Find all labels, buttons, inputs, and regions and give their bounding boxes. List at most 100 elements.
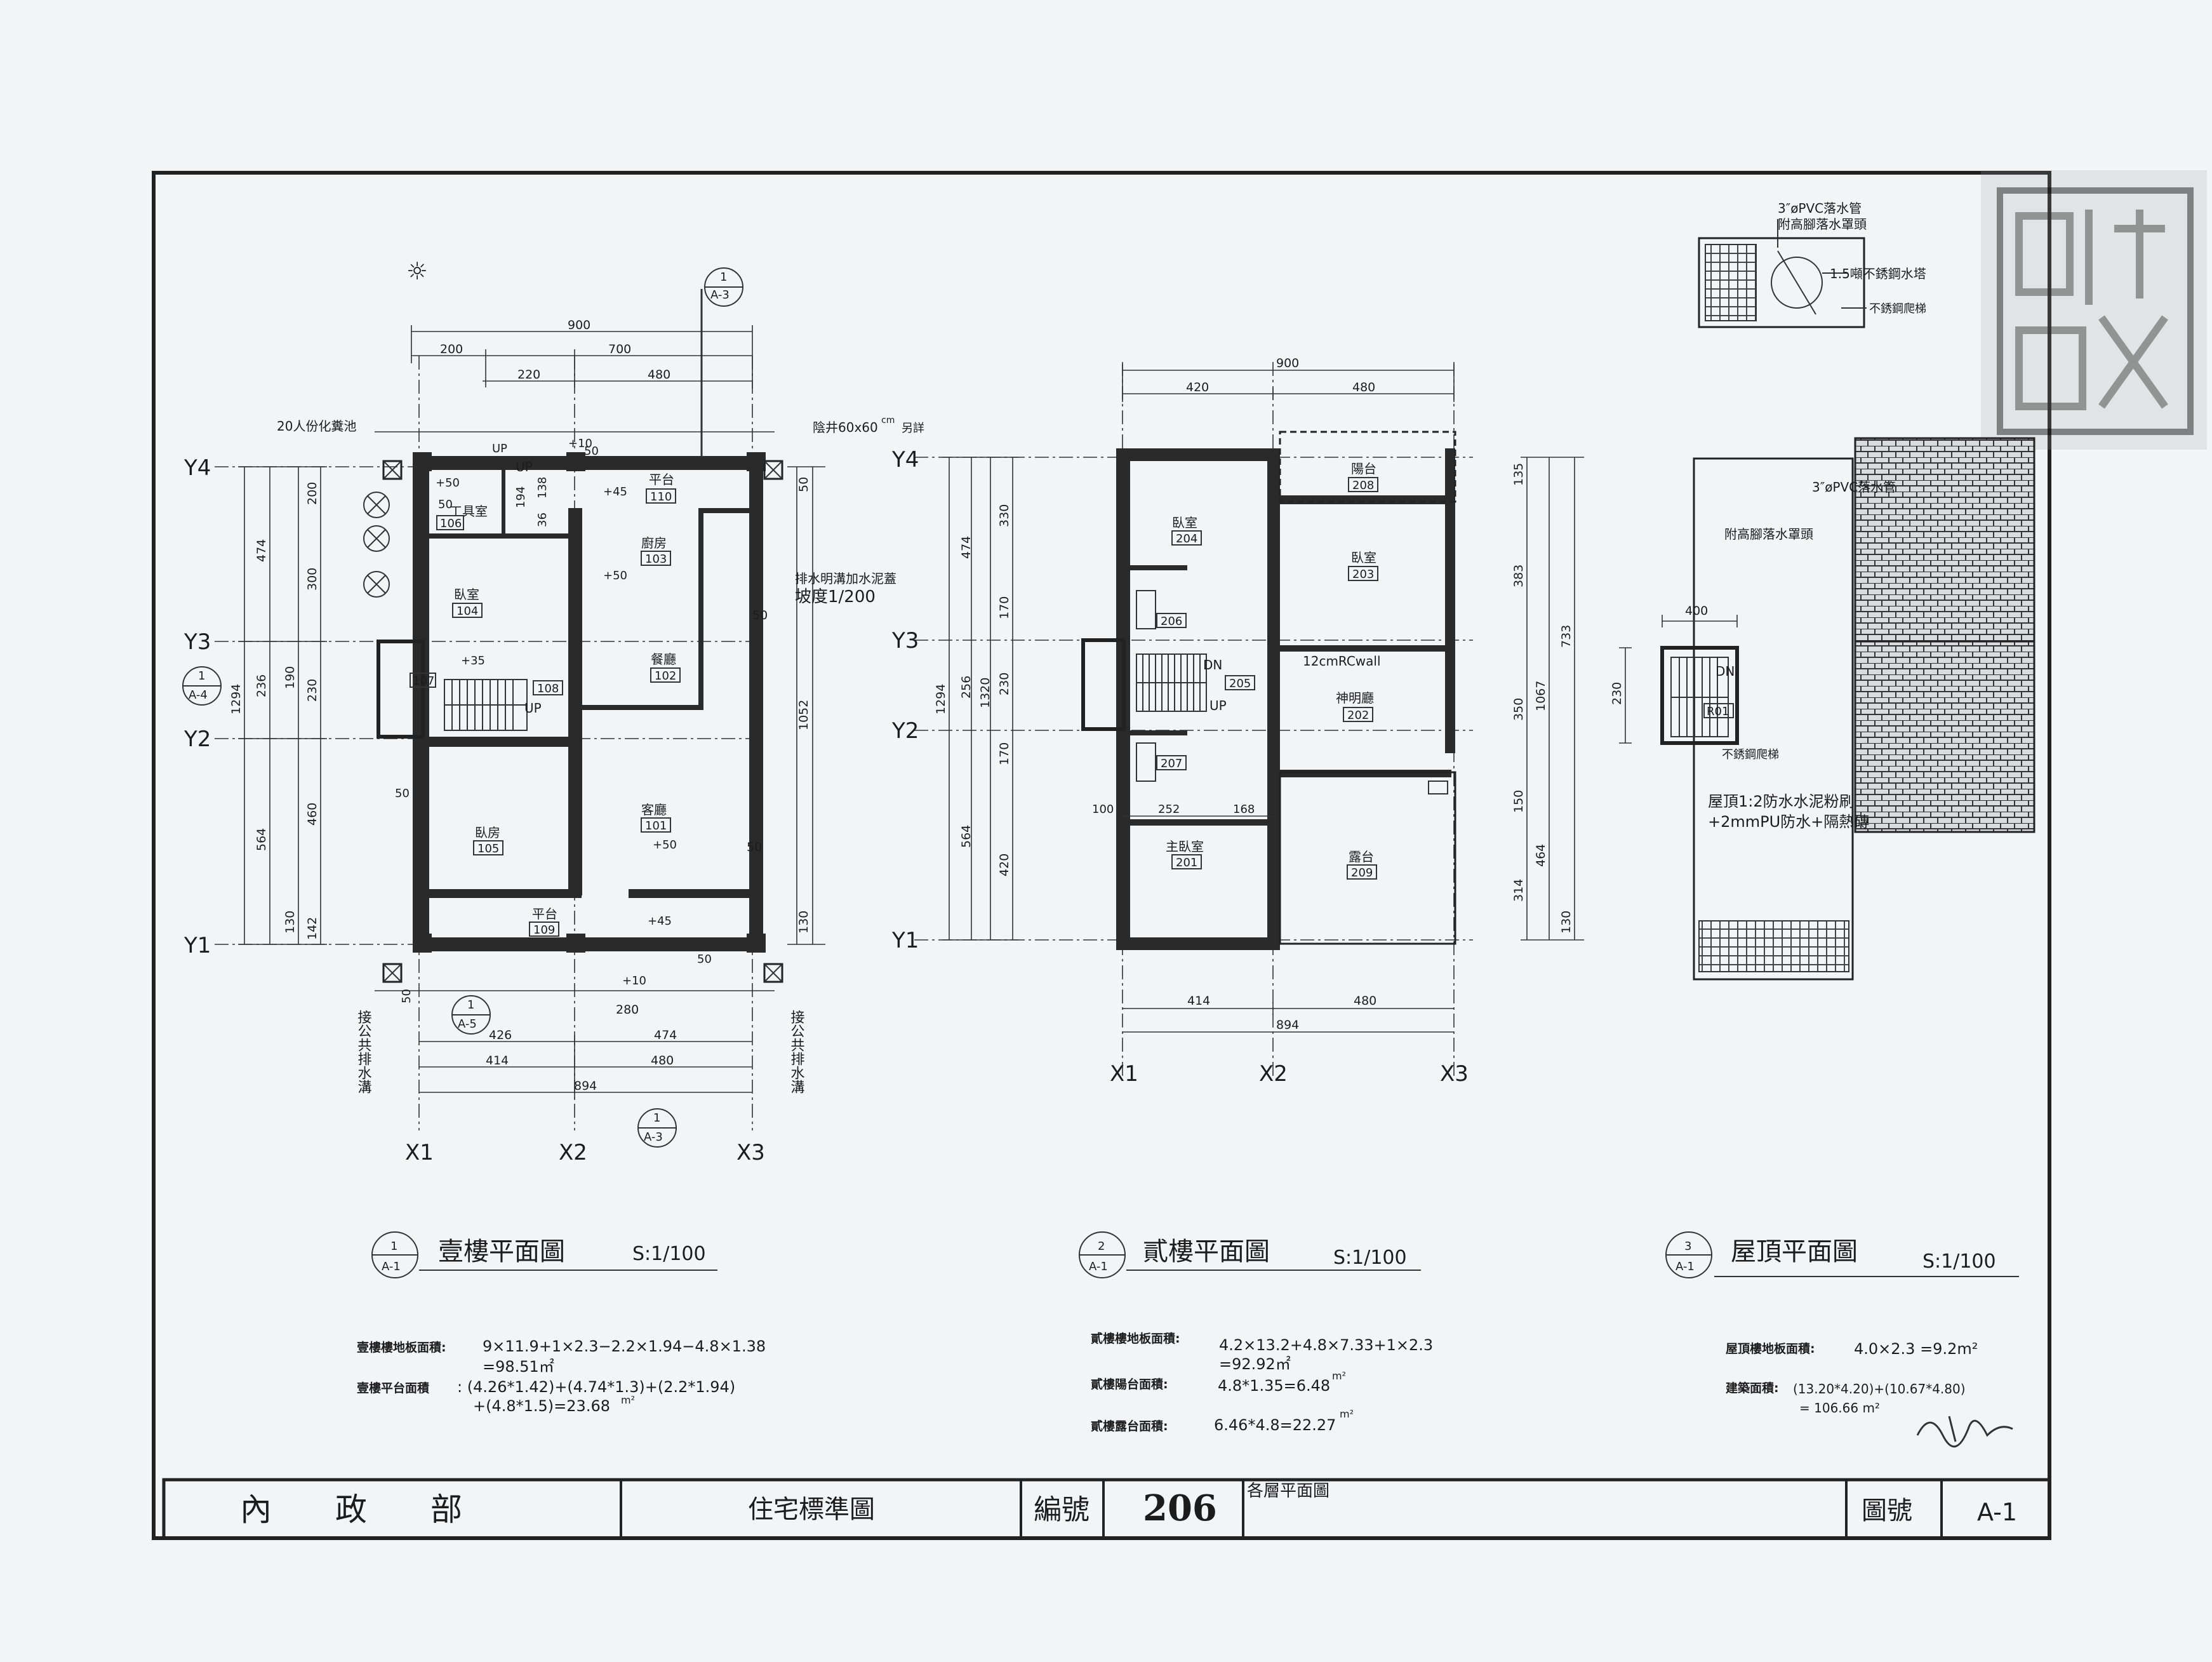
svg-text:R01: R01 xyxy=(1707,705,1729,718)
svg-text:3: 3 xyxy=(1684,1240,1691,1253)
svg-text:220: 220 xyxy=(517,368,540,382)
svg-text:101: 101 xyxy=(645,819,667,833)
svg-text:894: 894 xyxy=(574,1079,597,1093)
svg-text:480: 480 xyxy=(648,368,670,382)
svg-text:109: 109 xyxy=(533,923,555,937)
svg-text:236: 236 xyxy=(255,674,269,697)
svg-text:+50: +50 xyxy=(603,569,627,582)
seal-stamp-icon xyxy=(1981,170,2207,450)
tb-serial-label: 編號 xyxy=(1034,1494,1089,1526)
svg-text:2: 2 xyxy=(1098,1240,1105,1253)
svg-text:1294: 1294 xyxy=(934,684,948,714)
svg-text:餐廳: 餐廳 xyxy=(651,652,676,667)
svg-text:426: 426 xyxy=(489,1028,512,1042)
svg-text:A-4: A-4 xyxy=(189,688,208,702)
svg-text:4.8*1.35=6.48: 4.8*1.35=6.48 xyxy=(1218,1377,1330,1395)
svg-text:屋頂1:2防水水泥粉刷: 屋頂1:2防水水泥粉刷 xyxy=(1708,793,1855,810)
f2-axis-x1: X1 xyxy=(1110,1061,1138,1087)
svg-text:350: 350 xyxy=(1512,698,1526,721)
floor2-scale: S:1/100 xyxy=(1333,1247,1407,1269)
svg-text:102: 102 xyxy=(655,669,676,683)
svg-text:50: 50 xyxy=(697,953,712,966)
svg-text:臥房: 臥房 xyxy=(475,825,500,840)
svg-text:208: 208 xyxy=(1352,479,1374,492)
svg-text:壹樓樓地板面積:: 壹樓樓地板面積: xyxy=(357,1340,446,1355)
svg-text:+10: +10 xyxy=(622,974,646,988)
svg-text:190: 190 xyxy=(283,666,297,689)
svg-text:+10: +10 xyxy=(568,437,592,450)
svg-text:不銹鋼爬梯: 不銹鋼爬梯 xyxy=(1722,748,1779,761)
svg-text:194: 194 xyxy=(514,486,528,508)
svg-text:UP: UP xyxy=(492,442,507,455)
svg-text:20人份化糞池: 20人份化糞池 xyxy=(277,419,356,434)
tb-sheet-desc: 各層平面圖 xyxy=(1247,1482,1329,1501)
svg-text:383: 383 xyxy=(1512,565,1526,587)
area-calculations: 壹樓樓地板面積: 9×11.9+1×2.3−2.2×1.94−4.8×1.38 … xyxy=(357,1331,1978,1434)
svg-text:170: 170 xyxy=(997,596,1011,619)
svg-text:894: 894 xyxy=(1276,1018,1299,1032)
axis-x2: X2 xyxy=(559,1140,587,1165)
svg-text:480: 480 xyxy=(1352,380,1375,394)
svg-text:1.5噸不銹鋼水塔: 1.5噸不銹鋼水塔 xyxy=(1830,266,1926,281)
svg-text:105: 105 xyxy=(477,842,499,855)
tb-project: 住宅標準圖 xyxy=(748,1495,875,1524)
svg-text:170: 170 xyxy=(997,742,1011,765)
svg-text:UP: UP xyxy=(1209,698,1227,713)
svg-text:300: 300 xyxy=(305,568,319,591)
svg-text:陰井60x60: 陰井60x60 xyxy=(813,420,878,435)
axis-y4: Y4 xyxy=(183,455,211,481)
svg-text:另詳: 另詳 xyxy=(902,422,924,435)
svg-text:+45: +45 xyxy=(603,485,627,499)
svg-text:6.46*4.8=22.27: 6.46*4.8=22.27 xyxy=(1214,1416,1336,1434)
axis-y2: Y2 xyxy=(183,727,211,752)
svg-text:100: 100 xyxy=(1092,803,1114,816)
roof-scale: S:1/100 xyxy=(1922,1250,1996,1273)
svg-text:900: 900 xyxy=(1276,356,1299,370)
svg-text:202: 202 xyxy=(1347,709,1369,722)
svg-text:230: 230 xyxy=(1610,682,1624,705)
svg-text:168: 168 xyxy=(1233,803,1255,816)
svg-text:排水明溝加水泥蓋: 排水明溝加水泥蓋 xyxy=(795,571,896,586)
f2-axis-x2: X2 xyxy=(1259,1061,1288,1087)
floor2-title: 貳樓平面圖 xyxy=(1143,1237,1270,1266)
svg-text:DN: DN xyxy=(1203,657,1222,673)
svg-text:104: 104 xyxy=(456,605,478,618)
svg-text:平台: 平台 xyxy=(649,472,674,487)
svg-text:1067: 1067 xyxy=(1534,681,1548,711)
tb-drawing-no-value: A-1 xyxy=(1977,1498,2017,1526)
svg-text:UP: UP xyxy=(524,700,542,716)
svg-text:4.0×2.3 =9.2m²: 4.0×2.3 =9.2m² xyxy=(1854,1340,1978,1358)
svg-text:50: 50 xyxy=(752,608,768,622)
svg-text:314: 314 xyxy=(1512,879,1526,902)
svg-text:m²: m² xyxy=(621,1394,635,1406)
svg-text:A-3: A-3 xyxy=(710,288,730,302)
svg-text:130: 130 xyxy=(1559,911,1573,934)
svg-text:142: 142 xyxy=(305,917,319,940)
svg-text:露台: 露台 xyxy=(1349,849,1374,864)
svg-text:1: 1 xyxy=(467,998,474,1012)
svg-text:201: 201 xyxy=(1176,856,1197,869)
svg-text:+45: +45 xyxy=(648,915,672,928)
roof-plan: 3″øPVC落水管 附高腳落水罩頭 1.5噸不銹鋼水塔 不銹鋼爬梯 3″øPVC… xyxy=(1610,201,2035,1278)
svg-text:神明廳: 神明廳 xyxy=(1336,690,1374,706)
svg-text:貳樓樓地板面積:: 貳樓樓地板面積: xyxy=(1091,1331,1180,1346)
axis-y3: Y3 xyxy=(183,629,211,655)
roof-title: 屋頂平面圖 xyxy=(1731,1237,1858,1266)
f2-axis-y2: Y2 xyxy=(891,718,919,744)
handwritten-signature xyxy=(1916,1416,2013,1448)
axis-y1: Y1 xyxy=(183,933,211,958)
svg-text:205: 205 xyxy=(1229,677,1251,690)
svg-text:1294: 1294 xyxy=(229,684,243,714)
svg-text:= 106.66 m²: = 106.66 m² xyxy=(1799,1400,1880,1416)
f2-axis-x3: X3 xyxy=(1440,1061,1469,1087)
svg-text:138: 138 xyxy=(536,477,549,499)
north-mark-icon: ☼ xyxy=(406,257,428,285)
svg-text:建築面積:: 建築面積: xyxy=(1726,1381,1779,1395)
svg-text:主臥室: 主臥室 xyxy=(1166,839,1204,854)
svg-text:+(4.8*1.5)=23.68: +(4.8*1.5)=23.68 xyxy=(473,1397,610,1415)
svg-text:414: 414 xyxy=(1187,994,1210,1008)
svg-text:+2mmPU防水+隔熱磚: +2mmPU防水+隔熱磚 xyxy=(1708,813,1869,831)
svg-text:209: 209 xyxy=(1351,866,1373,880)
svg-text:m²: m² xyxy=(1332,1370,1346,1382)
